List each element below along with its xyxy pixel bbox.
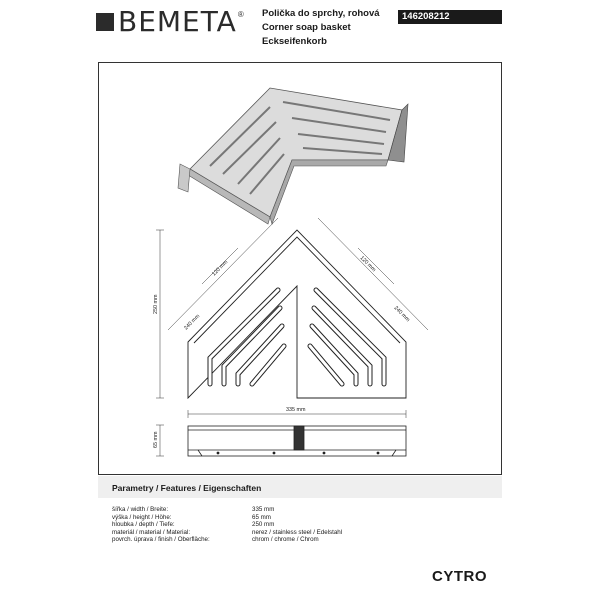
brand-name: Bemeta <box>118 5 237 38</box>
table-row: šířka / width / Breite: 335 mm <box>112 506 342 514</box>
brand-logo: Bemeta ® <box>96 8 244 36</box>
param-label: šířka / width / Breite: <box>112 506 169 513</box>
dim-width-label: 335 mm <box>286 407 306 413</box>
title-en: Corner soap basket <box>262 22 351 33</box>
dim-slot-left-label: 120 mm <box>211 259 229 277</box>
dim-side-right-label: 240 mm <box>393 305 411 323</box>
parameters-section: Parametry / Features / Eigenschaften šíř… <box>98 476 502 544</box>
product-3d-view <box>177 87 409 225</box>
product-code-badge: 146208212 <box>398 10 502 24</box>
product-front-view <box>187 425 407 457</box>
technical-drawing: 250 mm 335 mm 240 mm 240 mm 120 mm 120 m… <box>153 87 429 457</box>
product-titles: Polička do sprchy, rohová Corner soap ba… <box>262 7 380 49</box>
table-row: hloubka / depth / Tiefe: 250 mm <box>112 521 342 529</box>
title-cz: Polička do sprchy, rohová <box>262 8 380 19</box>
param-value: nerez / stainless steel / Edelstahl <box>252 528 343 536</box>
dim-depth-label: 250 mm <box>153 294 159 314</box>
param-label: hloubka / depth / Tiefe: <box>112 521 175 529</box>
front-view-drain-holes <box>216 451 380 455</box>
dimension-lines <box>156 217 429 457</box>
dim-height-label: 65 mm <box>153 431 159 448</box>
param-label: výška / height / Höhe: <box>112 513 172 521</box>
parameters-heading: Parametry / Features / Eigenschaften <box>98 476 502 498</box>
param-label: povrch. úprava / finish / Oberfläche: <box>112 536 210 544</box>
drawing-frame <box>98 62 502 475</box>
product-top-view <box>187 229 407 400</box>
table-row: výška / height / Höhe: 65 mm <box>112 514 342 522</box>
param-value: 335 mm <box>252 506 275 513</box>
param-label: materiál / material / Material: <box>112 528 191 536</box>
title-de: Eckseifenkorb <box>262 36 327 47</box>
logo-mark-square <box>96 13 114 31</box>
table-row: materiál / material / Material: nerez / … <box>112 529 342 537</box>
registered-mark: ® <box>237 10 244 19</box>
param-value: 250 mm <box>252 521 275 529</box>
table-row: povrch. úprava / finish / Oberfläche: ch… <box>112 536 342 544</box>
parameters-table: šířka / width / Breite: 335 mm výška / h… <box>112 506 342 544</box>
param-value: 65 mm <box>252 513 271 521</box>
param-value: chrom / chrome / Chrom <box>252 536 319 544</box>
product-name: CYTRO <box>432 568 487 585</box>
dim-side-left-label: 240 mm <box>183 313 201 331</box>
